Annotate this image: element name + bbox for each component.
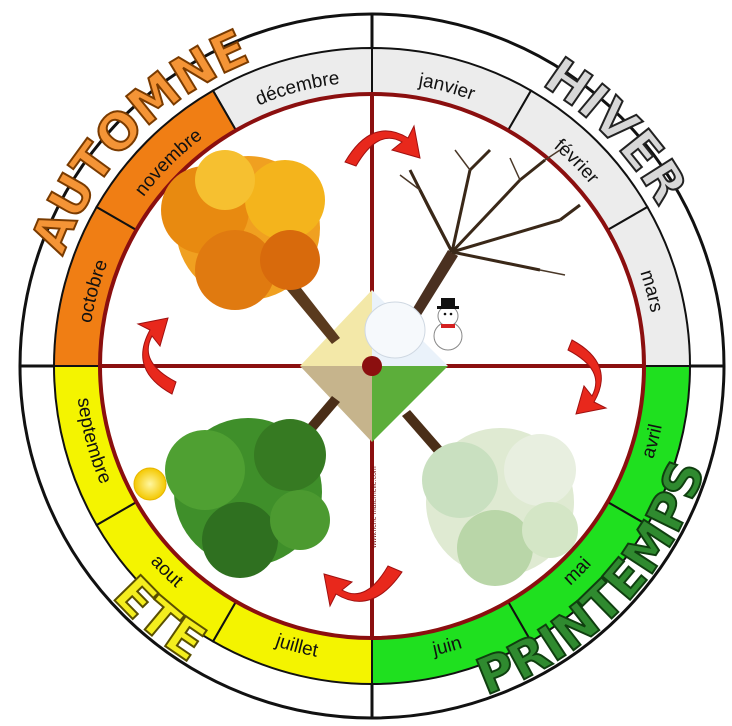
credit-text: www.fiche-maternelle.com: [371, 466, 378, 549]
center-dot: [362, 356, 382, 376]
sun-icon: [134, 468, 166, 500]
